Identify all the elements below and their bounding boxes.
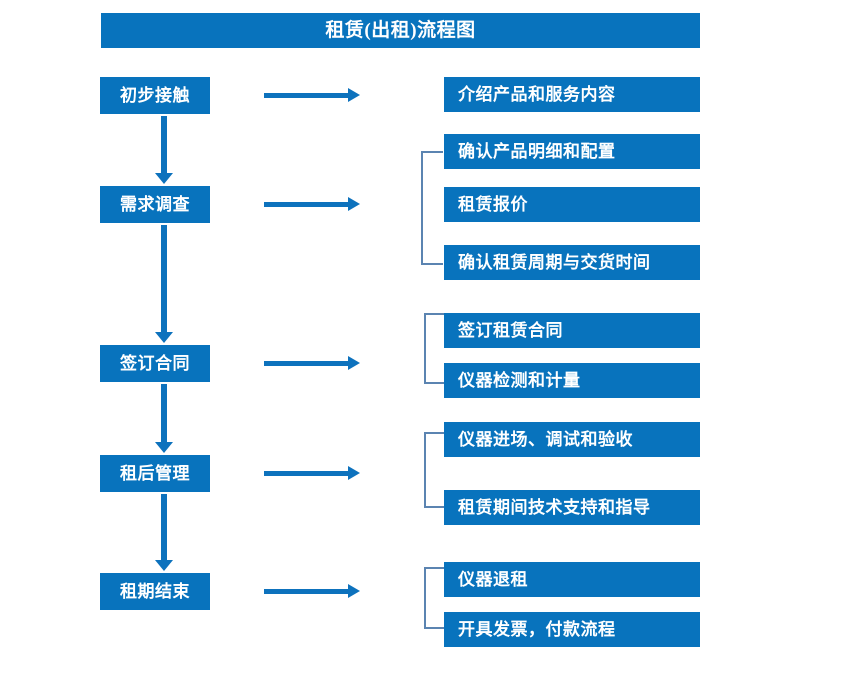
detail-label: 仪器进场、调试和验收	[458, 430, 633, 449]
stage-label: 租期结束	[120, 582, 190, 601]
stage-label: 需求调查	[120, 195, 190, 214]
detail-label: 签订租赁合同	[458, 321, 563, 340]
down-arrow-icon-2	[155, 225, 173, 343]
group-bracket-post-rental	[424, 432, 446, 508]
stage-label: 初步接触	[120, 86, 190, 105]
detail-label: 租赁期间技术支持和指导	[458, 498, 651, 517]
detail-box-10[interactable]: 开具发票，付款流程	[444, 612, 700, 647]
stage-box-4[interactable]: 租后管理	[100, 455, 210, 492]
detail-label: 确认租赁周期与交货时间	[458, 253, 651, 272]
stage-box-5[interactable]: 租期结束	[100, 573, 210, 610]
stage-box-1[interactable]: 初步接触	[100, 77, 210, 114]
right-arrow-icon-1	[264, 88, 360, 102]
right-arrow-icon-5	[264, 584, 360, 598]
detail-box-2[interactable]: 确认产品明细和配置	[444, 134, 700, 169]
page-title: 租赁(出租)流程图	[325, 20, 476, 41]
detail-box-7[interactable]: 仪器进场、调试和验收	[444, 422, 700, 457]
stage-label: 签订合同	[120, 354, 190, 373]
right-arrow-icon-2	[264, 197, 360, 211]
right-arrow-icon-3	[264, 356, 360, 370]
stage-box-2[interactable]: 需求调查	[100, 186, 210, 223]
detail-box-8[interactable]: 租赁期间技术支持和指导	[444, 490, 700, 525]
down-arrow-icon-4	[155, 494, 173, 571]
detail-label: 仪器退租	[458, 570, 528, 589]
stage-label: 租后管理	[120, 464, 190, 483]
group-bracket-requirements	[421, 151, 443, 265]
stage-box-3[interactable]: 签订合同	[100, 345, 210, 382]
group-bracket-contract	[424, 313, 446, 384]
detail-label: 租赁报价	[458, 195, 528, 214]
detail-box-3[interactable]: 租赁报价	[444, 187, 700, 222]
down-arrow-icon-1	[155, 116, 173, 184]
chart-title-bar: 租赁(出租)流程图	[101, 13, 700, 48]
detail-box-5[interactable]: 签订租赁合同	[444, 313, 700, 348]
down-arrow-icon-3	[155, 384, 173, 453]
detail-box-4[interactable]: 确认租赁周期与交货时间	[444, 245, 700, 280]
detail-label: 仪器检测和计量	[458, 371, 581, 390]
right-arrow-icon-4	[264, 466, 360, 480]
group-bracket-end-of-term	[424, 567, 446, 629]
detail-box-1[interactable]: 介绍产品和服务内容	[444, 77, 700, 112]
detail-label: 开具发票，付款流程	[458, 620, 616, 639]
detail-box-9[interactable]: 仪器退租	[444, 562, 700, 597]
detail-box-6[interactable]: 仪器检测和计量	[444, 363, 700, 398]
detail-label: 介绍产品和服务内容	[458, 85, 616, 104]
detail-label: 确认产品明细和配置	[458, 142, 616, 161]
